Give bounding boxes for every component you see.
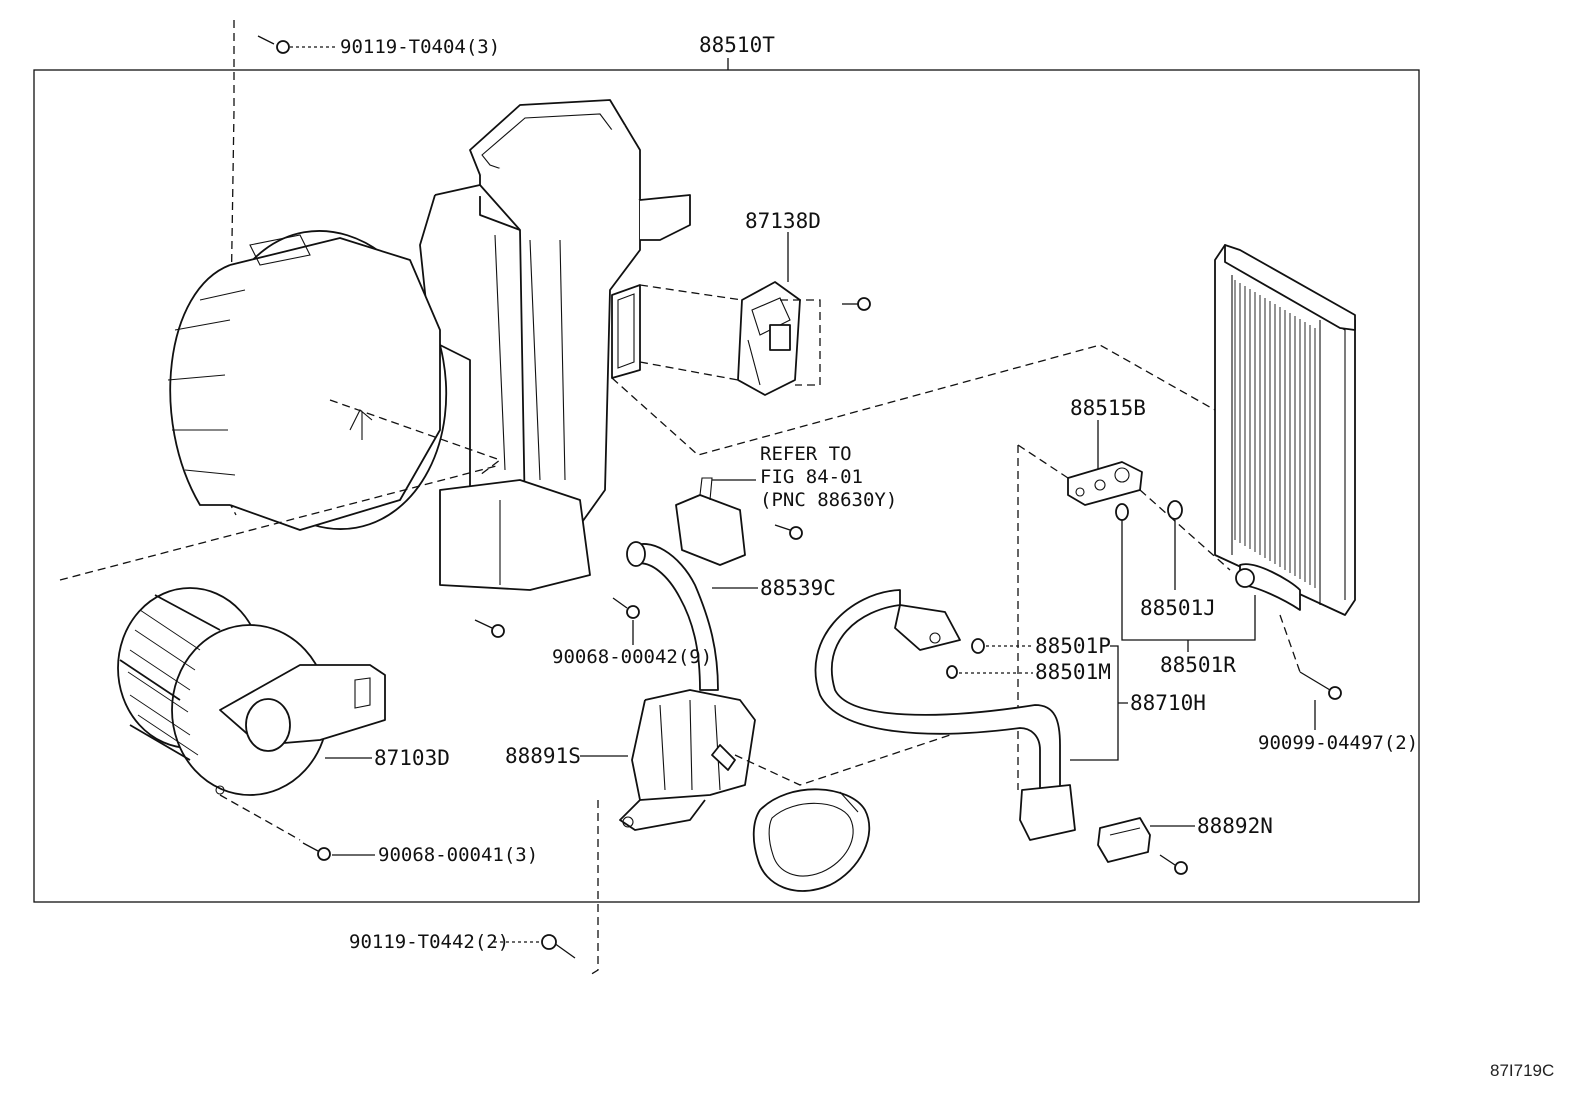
bracket-screw-icon: [1159, 854, 1188, 875]
refer-line-3: (PNC 88630Y): [760, 489, 897, 511]
callout-88891S[interactable]: 88891S: [505, 744, 581, 768]
valve-dashes: [1017, 444, 1231, 790]
tube-bracket: [1070, 645, 1128, 761]
callout-88515B[interactable]: 88515B: [1070, 396, 1146, 420]
housing-screw-icon: [474, 619, 505, 638]
resistor-screw-icon: [842, 297, 871, 311]
callout-88710H[interactable]: 88710H: [1130, 691, 1206, 715]
callout-88501J[interactable]: 88501J: [1140, 596, 1216, 620]
tube-illustration: [814, 589, 1076, 841]
callout-88501M[interactable]: 88501M: [1035, 660, 1111, 684]
callout-88501R[interactable]: 88501R: [1160, 653, 1236, 677]
figure-id: 87I719C: [1490, 1061, 1554, 1080]
callout-88539C[interactable]: 88539C: [760, 576, 836, 600]
seal-ring-illustration: [752, 788, 871, 892]
refer-line-2: FIG 84-01: [760, 466, 863, 488]
callout-90099-04497[interactable]: 90099-04497(2): [1258, 732, 1418, 754]
callout-90068-00042[interactable]: 90068-00042(9): [552, 646, 712, 668]
relay-screw-icon: [774, 524, 803, 540]
callout-90068-00041[interactable]: 90068-00041(3): [378, 844, 538, 866]
drain-housing-dashes: [589, 734, 951, 976]
blower-motor-dashes: [219, 794, 301, 841]
screw-bottom-left-icon: [302, 842, 331, 861]
resistor-illustration: [737, 281, 801, 396]
callout-87138D[interactable]: 87138D: [745, 209, 821, 233]
expansion-valve-illustration: [1067, 461, 1143, 506]
oring-p-icon: [971, 638, 985, 654]
resistor-dashes: [639, 284, 821, 386]
relay-illustration: [675, 477, 746, 566]
oring-j-2-icon: [1167, 500, 1183, 520]
hose-end-icon: [626, 541, 646, 567]
callout-88510T[interactable]: 88510T: [699, 33, 775, 57]
bracket-illustration: [1097, 817, 1151, 863]
drain-housing-illustration: [619, 689, 756, 831]
callout-88501P[interactable]: 88501P: [1035, 634, 1111, 658]
evaporator-illustration: [1214, 244, 1356, 616]
hvac-housing-illustration: [167, 99, 691, 591]
screw-mid-icon: [612, 597, 640, 619]
bolt-right-icon: [1299, 671, 1342, 700]
callout-87103D[interactable]: 87103D: [374, 746, 450, 770]
callout-90119-T0404[interactable]: 90119-T0404(3): [340, 36, 500, 58]
refer-line-1: REFER TO: [760, 443, 852, 465]
oring-m-icon: [946, 665, 958, 679]
screw-top-left-icon: [257, 35, 290, 54]
screw-top-left-path: [227, 20, 237, 516]
hose-illustration: [629, 543, 719, 691]
assembly-boundary-box: [33, 69, 1420, 903]
callout-88892N[interactable]: 88892N: [1197, 814, 1273, 838]
blower-motor-illustration: [117, 587, 386, 796]
oring-j-1-icon: [1115, 503, 1129, 521]
callout-90119-T0442[interactable]: 90119-T0442(2): [349, 931, 509, 953]
screw-bottom-icon: [541, 934, 576, 959]
bolt-right-dashes: [1279, 614, 1301, 673]
housing-dashes: [59, 344, 1216, 581]
